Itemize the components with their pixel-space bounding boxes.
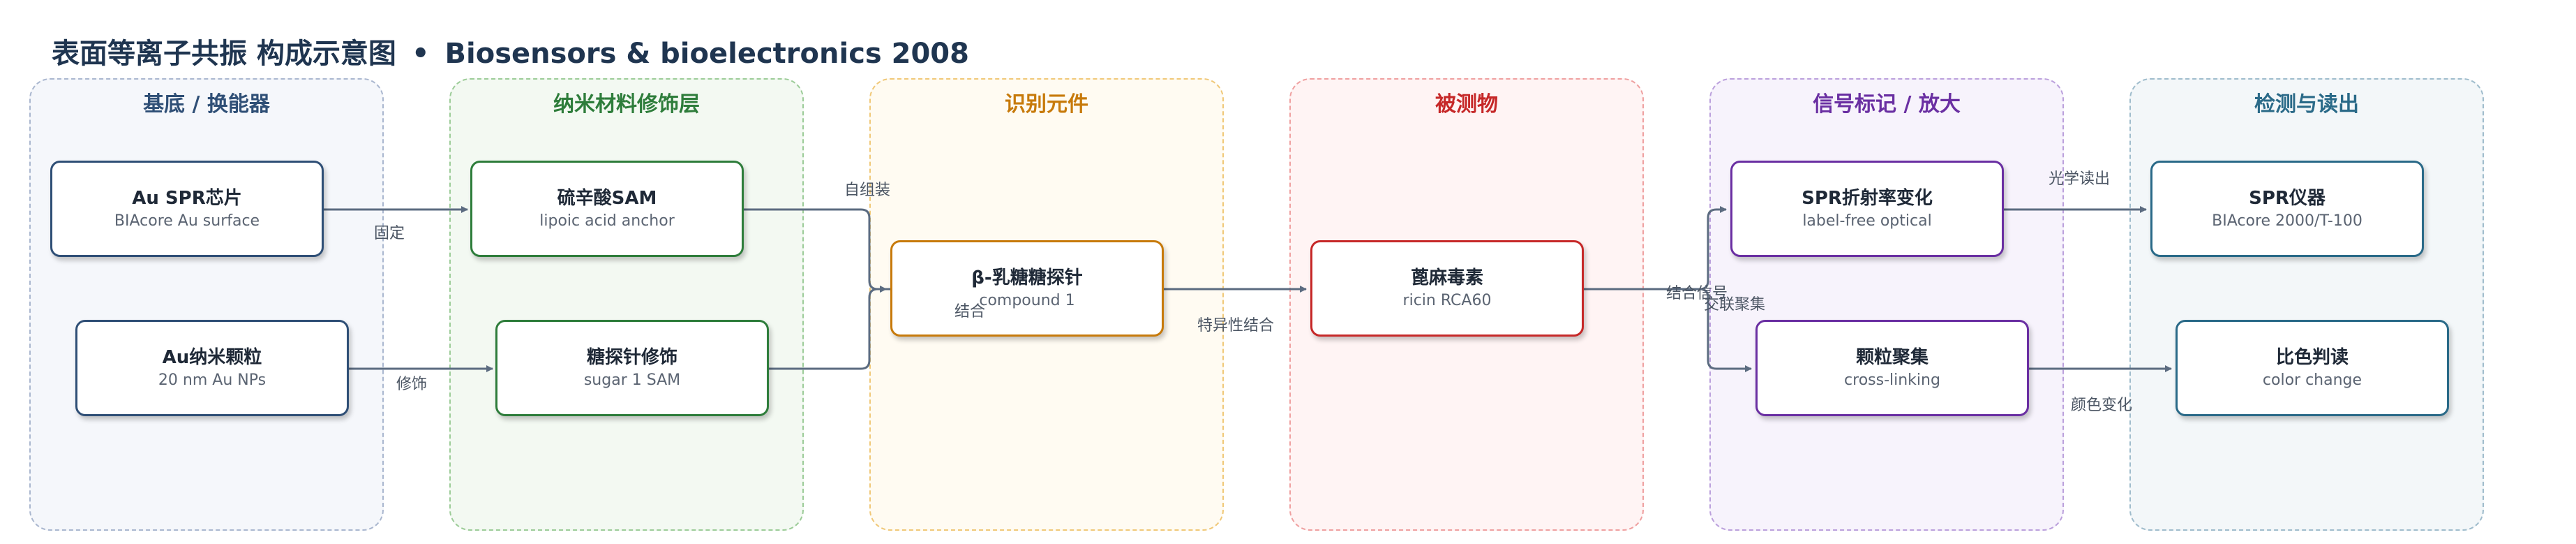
lane-title-analyte: 被测物	[1435, 92, 1498, 117]
node-ricin: 蓖麻毒素 ricin RCA60	[1310, 240, 1584, 337]
edge-label-crosslink: 交联聚集	[1704, 296, 1766, 314]
node-aggregation-sub: cross-linking	[1844, 372, 1940, 389]
node-spr-instrument-name: SPR仪器	[2249, 188, 2326, 209]
node-lipoic-sam: 硫辛酸SAM lipoic acid anchor	[470, 161, 744, 257]
diagram-title: 表面等离子共振 构成示意图 • Biosensors & bioelectronic…	[52, 31, 969, 71]
edge-crosslink	[1582, 288, 1752, 372]
node-au-nanoparticles-name: Au纳米颗粒	[162, 347, 262, 368]
title-separator: •	[411, 38, 430, 70]
node-sugar-probe-modification-name: 糖探针修饰	[586, 347, 677, 368]
node-spr-shift-sub: label-free optical	[1802, 212, 1932, 230]
title-cn: 表面等离子共振 构成示意图	[52, 38, 396, 70]
node-spr-shift-name: SPR折射率变化	[1802, 188, 1933, 209]
edge-label-color-change: 颜色变化	[2071, 397, 2133, 414]
node-au-spr-chip-name: Au SPR芯片	[132, 188, 242, 209]
edge-label-bind: 结合	[954, 303, 986, 321]
edge-binding-signal	[1582, 206, 1727, 291]
node-aggregation-name: 颗粒聚集	[1855, 347, 1929, 368]
edge-label-optical-readout: 光学读出	[2049, 170, 2111, 188]
node-spr-shift: SPR折射率变化 label-free optical	[1730, 161, 2004, 257]
node-au-nanoparticles-sub: 20 nm Au NPs	[158, 372, 267, 389]
node-lactose-probe: β-乳糖糖探针 compound 1	[890, 240, 1164, 337]
lane-readout	[2129, 78, 2484, 531]
node-sugar-probe-modification: 糖探针修饰 sugar 1 SAM	[495, 320, 769, 416]
lane-title-signal: 信号标记 / 放大	[1813, 92, 1961, 117]
node-au-nanoparticles: Au纳米颗粒 20 nm Au NPs	[75, 320, 349, 416]
edge-label-fix: 固定	[374, 225, 405, 242]
lane-signal	[1709, 78, 2064, 531]
node-colorimetric-sub: color change	[2262, 372, 2362, 389]
node-lipoic-sam-name: 硫辛酸SAM	[557, 188, 657, 209]
node-au-spr-chip: Au SPR芯片 BIAcore Au surface	[50, 161, 324, 257]
node-sugar-probe-modification-sub: sugar 1 SAM	[583, 372, 681, 389]
lane-substrate	[29, 78, 384, 531]
node-spr-instrument: SPR仪器 BIAcore 2000/T-100	[2150, 161, 2424, 257]
lane-nanomaterial	[449, 78, 804, 531]
lane-title-recognition: 识别元件	[1005, 92, 1088, 117]
edge-label-self-assembly: 自组装	[844, 182, 891, 199]
lane-title-substrate: 基底 / 换能器	[143, 92, 270, 117]
title-en: Biosensors & bioelectronics 2008	[444, 38, 969, 70]
node-lipoic-sam-sub: lipoic acid anchor	[539, 212, 675, 230]
node-spr-instrument-sub: BIAcore 2000/T-100	[2212, 212, 2362, 230]
node-aggregation: 颗粒聚集 cross-linking	[1755, 320, 2029, 416]
edge-label-specific-binding: 特异性结合	[1197, 317, 1275, 335]
edge-self-assembly	[744, 208, 887, 293]
node-lactose-probe-sub: compound 1	[979, 292, 1075, 309]
lane-title-nanomaterial: 纳米材料修饰层	[553, 92, 700, 117]
edge-label-modify: 修饰	[396, 376, 428, 393]
node-ricin-sub: ricin RCA60	[1402, 292, 1492, 309]
node-colorimetric: 比色判读 color change	[2176, 320, 2449, 416]
edge-label-binding-signal: 结合信号	[1666, 285, 1728, 302]
node-lactose-probe-name: β-乳糖糖探针	[971, 267, 1083, 288]
lane-title-readout: 检测与读出	[2254, 92, 2359, 117]
node-colorimetric-name: 比色判读	[2275, 347, 2349, 368]
edge-bind	[769, 286, 887, 370]
node-ricin-name: 蓖麻毒素	[1410, 267, 1483, 288]
node-au-spr-chip-sub: BIAcore Au surface	[114, 212, 260, 230]
